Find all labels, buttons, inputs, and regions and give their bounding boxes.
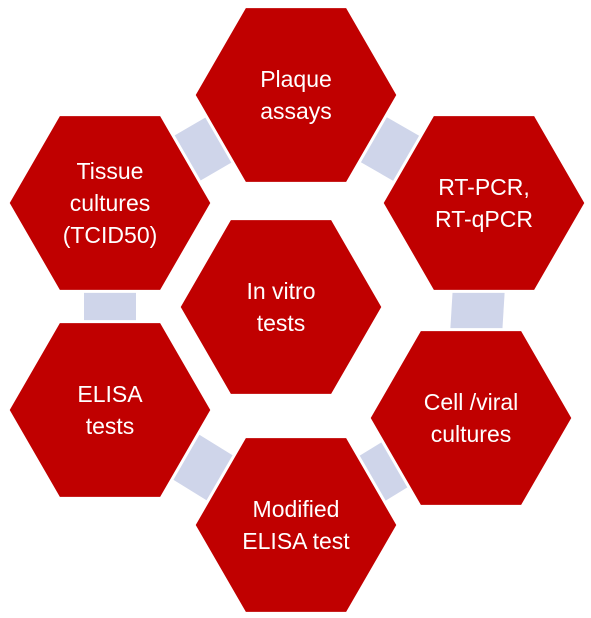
center-label-line-1: In vitro [246, 278, 316, 304]
node-label-line: RT-PCR, [438, 174, 530, 200]
center-label-line-2: tests [256, 310, 306, 336]
node-label-line: assays [260, 98, 332, 124]
node-label-line: tests [85, 413, 135, 439]
node-label-line: Tissue [76, 158, 144, 184]
node-label-line: cultures [69, 190, 151, 216]
hexagon-tissue-cultures [6, 113, 214, 293]
node-label-cell-viral-cultures: Cell /viral cultures [424, 386, 519, 450]
node-label-line: cultures [430, 421, 512, 447]
node-label-plaque-assays: Plaque assays [260, 63, 332, 127]
node-label-line: Modified [252, 496, 340, 522]
hexagon-elisa-tests [6, 320, 214, 500]
node-label-line: RT-qPCR [435, 206, 533, 232]
hexagon-rt-pcr [380, 113, 588, 293]
node-label-line: ELISA [77, 381, 143, 407]
hexagon-layer [6, 5, 588, 615]
center-hexagon [177, 217, 385, 397]
node-label-rt-pcr: RT-PCR, RT-qPCR [435, 171, 533, 235]
hexagon-cell-viral-cultures [367, 328, 575, 508]
node-label-line: ELISA test [242, 528, 350, 554]
node-label-elisa-tests: ELISA tests [77, 378, 142, 442]
node-label-line: Plaque [260, 66, 332, 92]
node-label-line: (TCID50) [62, 222, 158, 248]
hexagon-modified-elisa [192, 435, 400, 615]
center-label: In vitro tests [246, 275, 315, 339]
hexagon-plaque-assays [192, 5, 400, 185]
node-label-modified-elisa: Modified ELISA test [242, 493, 349, 557]
node-label-tissue-cultures: Tissue cultures (TCID50) [63, 155, 158, 251]
node-label-line: Cell /viral [423, 389, 519, 415]
